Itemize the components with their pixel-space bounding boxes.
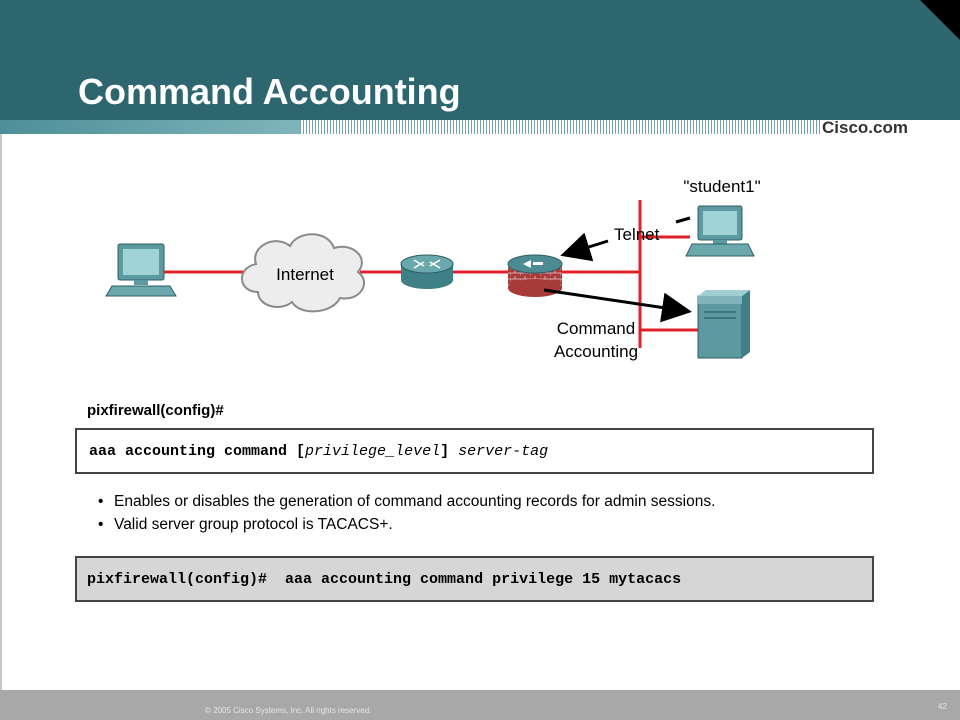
student-workstation-icon	[685, 205, 755, 257]
telnet-arrow	[560, 232, 609, 262]
description-list: Enables or disables the generation of co…	[98, 490, 715, 536]
telnet-connector-mark	[675, 216, 691, 224]
router-icon	[400, 254, 454, 289]
server-icon	[697, 290, 750, 359]
config-prompt-label: pixfirewall(config)#	[87, 402, 224, 419]
example-command: pixfirewall(config)# aaa accounting comm…	[87, 571, 682, 588]
student-label: "student1"	[683, 177, 760, 196]
syntax-arg: server-tag	[458, 443, 549, 460]
accounting-label-line1: Command	[557, 319, 635, 338]
firewall-icon	[507, 254, 563, 297]
accounting-label-line2: Accounting	[554, 342, 638, 361]
brand-logo-text: Cisco.com	[822, 118, 908, 137]
copyright-text: © 2005 Cisco Systems, Inc. All rights re…	[205, 706, 372, 715]
accounting-arrow	[543, 288, 692, 323]
slide-header	[0, 0, 960, 120]
network-diagram: Internet "student1" Telnet Command Accou…	[105, 177, 761, 361]
slide-title: Command Accounting	[78, 71, 461, 112]
slide-footer: © 2005 Cisco Systems, Inc. All rights re…	[0, 690, 960, 720]
page-number: 42	[938, 702, 947, 711]
example-command-box: pixfirewall(config)# aaa accounting comm…	[75, 556, 874, 602]
syntax-close: ]	[440, 443, 450, 460]
list-item: Valid server group protocol is TACACS+.	[98, 513, 715, 536]
workstation-icon	[105, 243, 177, 297]
header-band-stripes	[300, 120, 820, 134]
corner-decoration	[920, 0, 960, 40]
command-syntax: aaa accounting command [privilege_level]…	[89, 443, 548, 460]
internet-cloud-icon	[241, 233, 365, 313]
list-item: Enables or disables the generation of co…	[98, 490, 715, 513]
cloud-label: Internet	[276, 265, 334, 284]
header-band-solid	[0, 120, 300, 134]
syntax-keywords: aaa accounting command [	[89, 443, 306, 460]
syntax-param: privilege_level	[305, 443, 441, 460]
left-rule	[0, 134, 2, 690]
command-syntax-box: aaa accounting command [privilege_level]…	[75, 428, 874, 474]
telnet-label: Telnet	[614, 225, 660, 244]
